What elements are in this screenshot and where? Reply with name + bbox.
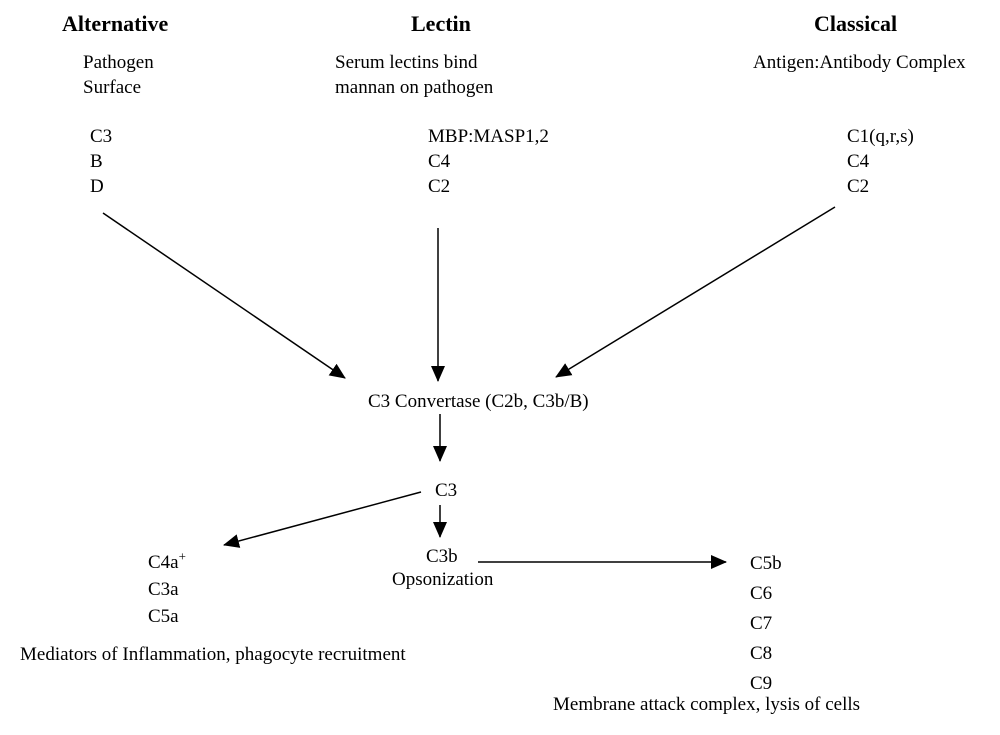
anaphylatoxin-c3a: C3a [148, 579, 179, 600]
component-mbp-masp: MBP:MASP1,2 [428, 126, 549, 147]
mac-caption: Membrane attack complex, lysis of cells [553, 694, 861, 715]
alternative-pathway-title: Alternative [62, 11, 169, 36]
c3b-label: C3b [426, 546, 458, 567]
classical-trigger: Antigen:Antibody Complex [753, 50, 966, 75]
mac-component-c8: C8 [750, 643, 773, 664]
arrow-c3-to-anaphylatoxins [223, 491, 422, 548]
c3-label: C3 [435, 480, 458, 501]
alternative-components: C3 B D [90, 124, 112, 199]
mac-component-c5b: C5b [750, 553, 782, 574]
arrow-alternative-to-convertase [102, 212, 346, 379]
component-c1qrs: C1(q,r,s) [847, 126, 914, 147]
lectin-trigger-line: mannan on pathogen [335, 77, 494, 98]
classical-pathway-title: Classical [814, 11, 898, 36]
mac-component-c9: C9 [750, 673, 773, 694]
arrow-classical-to-convertase [555, 206, 836, 378]
classical-trigger-line: Antigen:Antibody Complex [753, 52, 966, 73]
component-c2: C2 [428, 176, 451, 197]
component-c4: C4 [847, 151, 870, 172]
component-c3: C3 [90, 126, 113, 147]
alternative-trigger: Pathogen Surface [83, 50, 154, 100]
c3-convertase-label: C3 Convertase (C2b, C3b/B) [368, 391, 589, 412]
anaphylatoxin-list: C4a+ C3a C5a [148, 549, 186, 630]
classical-components: C1(q,r,s) C4 C2 [847, 124, 914, 199]
lectin-pathway-title: Lectin [411, 11, 471, 36]
anaphylatoxin-c4a: C4a+ [148, 548, 186, 573]
anaphylatoxin-c5a: C5a [148, 606, 179, 627]
mac-component-list: C5b C6 C7 C8 C9 [750, 549, 782, 699]
component-c4: C4 [428, 151, 451, 172]
lectin-components: MBP:MASP1,2 C4 C2 [428, 124, 549, 199]
mac-component-c7: C7 [750, 613, 773, 634]
opsonization-label: Opsonization [392, 569, 494, 590]
component-d: D [90, 176, 104, 197]
mac-component-c6: C6 [750, 583, 773, 604]
component-b: B [90, 151, 103, 172]
alternative-trigger-line: Pathogen [83, 52, 154, 73]
mediators-caption: Mediators of Inflammation, phagocyte rec… [20, 644, 406, 665]
lectin-trigger: Serum lectins bind mannan on pathogen [335, 50, 493, 100]
component-c2: C2 [847, 176, 870, 197]
lectin-trigger-line: Serum lectins bind [335, 52, 478, 73]
alternative-trigger-line: Surface [83, 77, 142, 98]
c4a-superscript: + [178, 548, 186, 564]
